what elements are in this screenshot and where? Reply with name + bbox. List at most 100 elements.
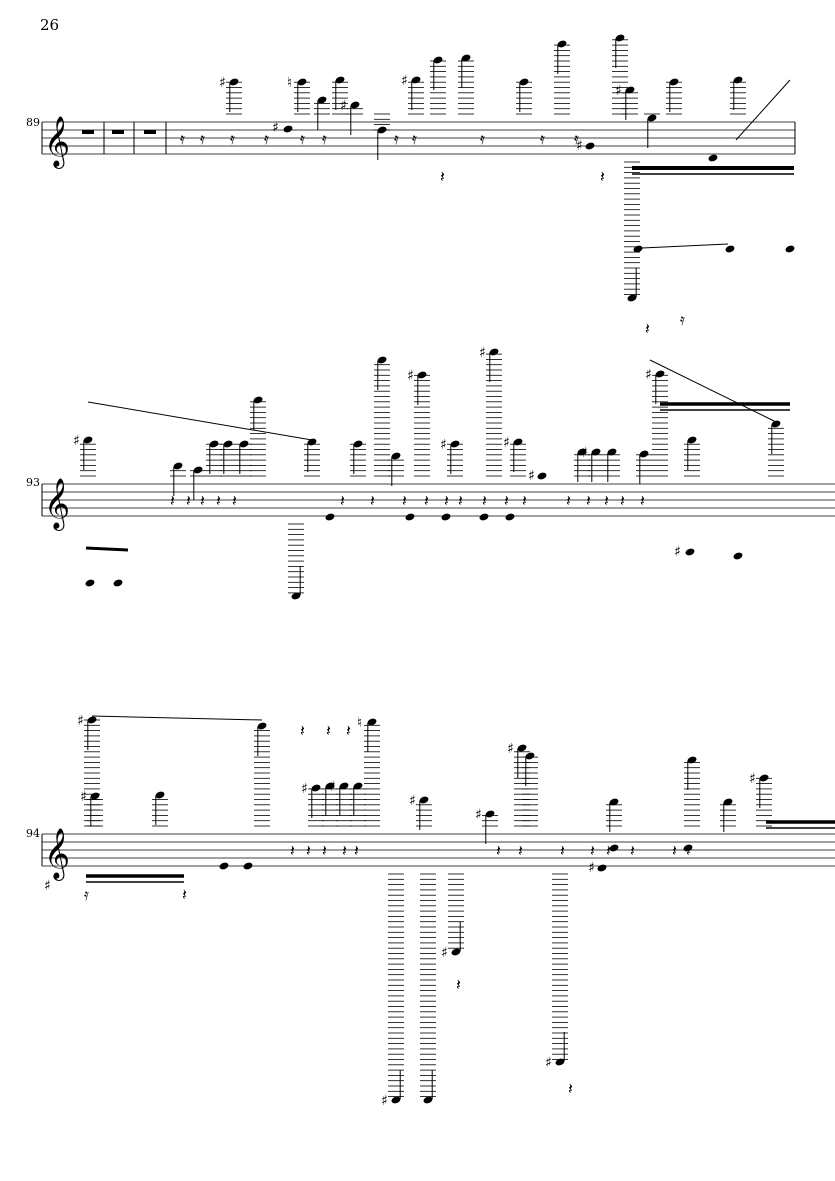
rest: 𝄽 — [504, 491, 509, 510]
rest: 𝄿 — [680, 310, 685, 329]
accidental: ♯ — [329, 779, 336, 795]
notehead — [625, 86, 635, 94]
measure-number-system-3: 94 — [26, 827, 40, 840]
accidental: ♯ — [73, 433, 80, 449]
rest: 𝄿 — [480, 129, 485, 148]
notehead — [759, 774, 769, 782]
rest: 𝄽 — [590, 841, 595, 860]
rest: 𝄿 — [574, 129, 579, 148]
treble-clef: 𝄞 — [44, 828, 70, 881]
notehead — [353, 440, 363, 448]
notehead — [325, 782, 335, 790]
rest: 𝄽 — [606, 841, 611, 860]
notehead — [239, 440, 249, 448]
accidental: ♯ — [588, 860, 595, 876]
rest: 𝄽 — [496, 841, 501, 860]
notehead — [417, 371, 427, 379]
slur — [87, 401, 313, 441]
rest: 𝄽 — [342, 841, 347, 860]
accidental: ♯ — [576, 138, 583, 154]
notehead — [433, 56, 443, 64]
notehead — [479, 513, 489, 521]
notehead — [733, 76, 743, 84]
system-93: 𝄞♯♯♯♯♯♯♯𝄽𝄽𝄽𝄽𝄽𝄽𝄽𝄽𝄽𝄽𝄽𝄽𝄽𝄽𝄽𝄽𝄽𝄽𝄽♯♯ — [41, 345, 835, 600]
notehead — [377, 126, 387, 134]
notehead — [450, 440, 460, 448]
notehead — [505, 513, 515, 521]
accidental: ♯ — [749, 771, 756, 787]
notehead — [609, 798, 619, 806]
notehead — [785, 245, 795, 253]
notehead — [155, 791, 165, 799]
page-number: 26 — [40, 16, 60, 34]
rest: 𝄿 — [84, 885, 89, 904]
rest: 𝄽 — [560, 841, 565, 860]
notehead — [485, 810, 495, 818]
accidental: ♯ — [301, 781, 308, 797]
rest: 𝄽 — [346, 721, 351, 740]
rest: 𝄽 — [600, 167, 605, 186]
accidental: ♯ — [80, 789, 87, 805]
notehead — [209, 440, 219, 448]
notehead — [423, 1096, 433, 1104]
accidental: ♯ — [507, 741, 514, 757]
accidental: ♯ — [219, 75, 226, 91]
accidental: ♮ — [287, 75, 292, 91]
rest: 𝄽 — [568, 1079, 573, 1098]
accidental: ♯ — [528, 468, 535, 484]
rest: 𝄽 — [186, 491, 191, 510]
notehead — [193, 466, 203, 474]
rest: 𝄽 — [566, 491, 571, 510]
accidental: ♯ — [409, 793, 416, 809]
accidental: ♯ — [645, 367, 652, 383]
rest: 𝄽 — [640, 491, 645, 510]
rest: 𝄿 — [394, 129, 399, 148]
notehead — [597, 864, 607, 872]
rest: 𝄽 — [354, 841, 359, 860]
notehead — [325, 513, 335, 521]
accidental: ♯ — [545, 1055, 552, 1071]
notehead — [219, 862, 229, 870]
accidental: ♮ — [357, 715, 362, 731]
notehead — [419, 796, 429, 804]
accidental: ♯ — [272, 120, 279, 136]
rest: 𝄽 — [402, 491, 407, 510]
notehead — [87, 716, 97, 724]
rest: 𝄽 — [326, 721, 331, 740]
accidental: ♯ — [479, 345, 486, 361]
rest: 𝄽 — [370, 491, 375, 510]
rest: 𝄽 — [604, 491, 609, 510]
rest: 𝄽 — [200, 491, 205, 510]
rest: 𝄿 — [322, 129, 327, 148]
rest: 𝄽 — [424, 491, 429, 510]
notehead — [451, 948, 461, 956]
rest: 𝄽 — [444, 491, 449, 510]
rest: 𝄽 — [620, 491, 625, 510]
notehead — [577, 448, 587, 456]
notehead — [771, 420, 781, 428]
accidental: ♯ — [381, 1093, 388, 1109]
rest: 𝄿 — [230, 129, 235, 148]
rest: 𝄿 — [264, 129, 269, 148]
notehead — [557, 40, 567, 48]
notehead — [307, 438, 317, 446]
rest: 𝄽 — [322, 841, 327, 860]
system-89: 𝄞𝄿𝄿𝄿𝄿𝄿𝄿𝄿𝄿𝄿𝄿𝄿𝄽𝄽♯♮♯♯♯♯♯𝄽𝄿 — [41, 34, 796, 338]
notehead — [489, 348, 499, 356]
rest: 𝄿 — [200, 129, 205, 148]
notehead — [525, 752, 535, 760]
notehead — [687, 756, 697, 764]
notehead — [350, 101, 360, 109]
beam — [85, 546, 129, 552]
rest: 𝄿 — [540, 129, 545, 148]
treble-clef: 𝄞 — [44, 116, 70, 169]
notehead — [609, 844, 619, 852]
notehead — [683, 844, 693, 852]
accidental: ♯ — [440, 437, 447, 453]
slur — [649, 359, 777, 423]
notehead — [687, 436, 697, 444]
measure-number-system-1: 89 — [26, 116, 40, 129]
whole-rest — [82, 130, 94, 134]
